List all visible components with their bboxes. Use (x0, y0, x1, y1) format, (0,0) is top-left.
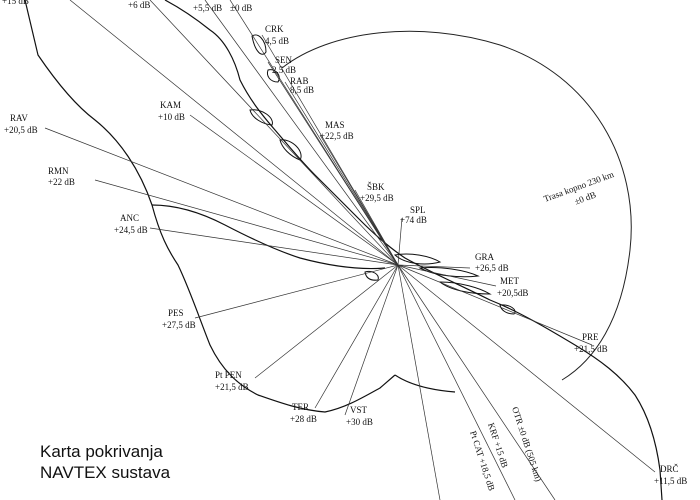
island-rab (267, 69, 280, 83)
ray-met (397, 264, 497, 287)
south-coastline (394, 374, 456, 393)
station-code-vst: VST (350, 405, 368, 415)
station-value-pt-pen: +21,5 dB (215, 382, 249, 392)
station-value-pes: +27,5 dB (162, 320, 196, 330)
island-krk (251, 34, 267, 55)
station-code-anc: ANC (120, 213, 139, 223)
ray-ter (314, 264, 399, 409)
ray-station-1 (149, 0, 399, 266)
station-code-drč: DRČ (660, 464, 679, 474)
station-code-ter: TER (292, 402, 309, 412)
station-code-šbk: ŠBK (367, 182, 385, 192)
station-value-station-2: +5,5 dB (193, 3, 222, 13)
station-code-met: MET (500, 276, 520, 286)
ray-vst (344, 264, 399, 416)
station-code-pt-pen: Pt PEN (215, 370, 242, 380)
island-lastovo (499, 304, 516, 315)
island-hvar (418, 267, 480, 278)
station-value-ter: +28 dB (290, 414, 317, 424)
ray-pre (397, 264, 593, 346)
station-code-sen: SEN (275, 55, 293, 65)
station-value-crk: 4,5 dB (265, 36, 289, 46)
station-code-rab: RAB (290, 76, 309, 86)
ray-anc (149, 227, 399, 266)
station-value-vst: +30 dB (346, 417, 373, 427)
ray-drč (397, 264, 656, 473)
ray-station-2 (204, 0, 399, 266)
ray-gra (397, 264, 471, 269)
station-code-mas: MAS (325, 120, 345, 130)
ray-otr (397, 264, 556, 500)
ray-station-0 (69, 0, 399, 266)
ray-rav (44, 127, 399, 266)
station-code-gra: GRA (475, 252, 495, 262)
station-code-kam: KAM (160, 100, 181, 110)
west-coastline (24, 0, 396, 413)
east-coastline (164, 0, 663, 500)
station-value-rav: +20,5 dB (4, 125, 38, 135)
station-value-pre: +21,5 dB (574, 344, 608, 354)
station-value-met: +20,5dB (497, 288, 528, 298)
ray-rmn (94, 179, 399, 266)
ray-šbk (354, 189, 399, 266)
ray-spl (397, 217, 403, 266)
ray-kam (189, 114, 399, 266)
ray-pt-cat (397, 264, 441, 500)
station-value-station-3: ±0 dB (230, 3, 252, 13)
map-caption-line1: Karta pokrivanja (40, 442, 163, 461)
station-value-kam: +10 dB (158, 112, 185, 122)
ray-mas (319, 134, 399, 266)
coverage-arc (281, 30, 632, 381)
ray-sen (267, 61, 399, 266)
ray-krf (397, 264, 516, 500)
station-value-sen: 2,5 dB (272, 65, 296, 75)
station-code-pes: PES (168, 308, 184, 318)
station-value-šbk: +29,5 dB (360, 193, 394, 203)
station-value-rab: 8,5 dB (290, 85, 314, 95)
station-value-station-1: +6 dB (128, 0, 150, 10)
station-value-mas: +22,5 dB (320, 131, 354, 141)
station-label-text: KRF +15 dB (486, 422, 510, 469)
arc-label: Trasa kopno 230 km ±0 dB (542, 169, 615, 206)
station-code-crk: CRK (265, 24, 284, 34)
map-caption-line2: NAVTEX sustava (40, 463, 171, 482)
station-value-gra: +26,5 dB (475, 263, 509, 273)
island-brac (393, 253, 442, 265)
station-label-text: OTR ±0 dB (505 km) (510, 406, 544, 483)
ray-pes (194, 264, 399, 319)
station-code-rmn: RMN (48, 166, 69, 176)
station-value-anc: +24,5 dB (114, 225, 148, 235)
ray-pt-pen (254, 264, 399, 379)
station-value-drč: +11,5 dB (654, 476, 687, 486)
coverage-rays (44, 0, 656, 500)
station-code-pre: PRE (582, 332, 599, 342)
island-pag (249, 109, 273, 126)
station-value-spl: +74 dB (400, 215, 427, 225)
station-label-krf: KRF +15 dB (486, 422, 510, 469)
ray-rab (284, 81, 399, 266)
station-code-rav: RAV (10, 113, 28, 123)
station-value-station-0: +15 dB (2, 0, 29, 6)
station-label-otr: OTR ±0 dB (505 km) (510, 406, 544, 483)
station-code-spl: SPL (410, 205, 426, 215)
station-value-rmn: +22 dB (48, 177, 75, 187)
island-korcula (438, 281, 492, 295)
